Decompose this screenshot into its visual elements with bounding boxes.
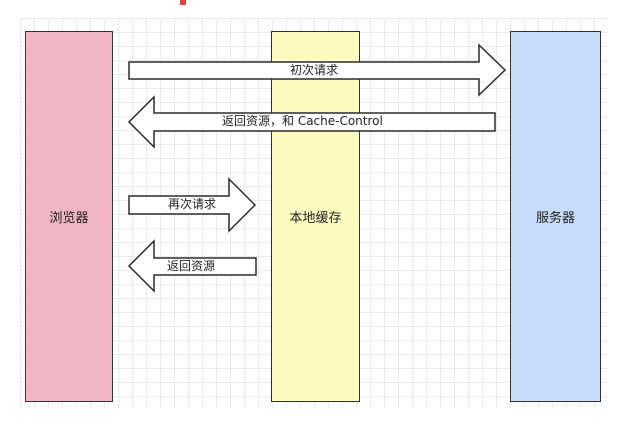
return-cache-control-label: 返回资源，和 Cache-Control: [222, 114, 383, 128]
second-request-label: 再次请求: [168, 197, 217, 211]
return-resource-label: 返回资源: [167, 259, 216, 273]
server-label: 服务器: [535, 211, 575, 226]
return-cache-control-arrow: [127, 95, 496, 149]
top-accent-mark: [180, 0, 186, 5]
server-block: 服务器: [510, 31, 601, 402]
local-cache-block: 本地缓存: [271, 31, 360, 402]
local-cache-label: 本地缓存: [289, 211, 342, 226]
browser-block: 浏览器: [25, 31, 113, 402]
second-request-arrow: [128, 177, 257, 233]
browser-label: 浏览器: [49, 211, 89, 226]
return-resource-arrow: [127, 239, 257, 293]
first-request-label: 初次请求: [288, 63, 341, 77]
